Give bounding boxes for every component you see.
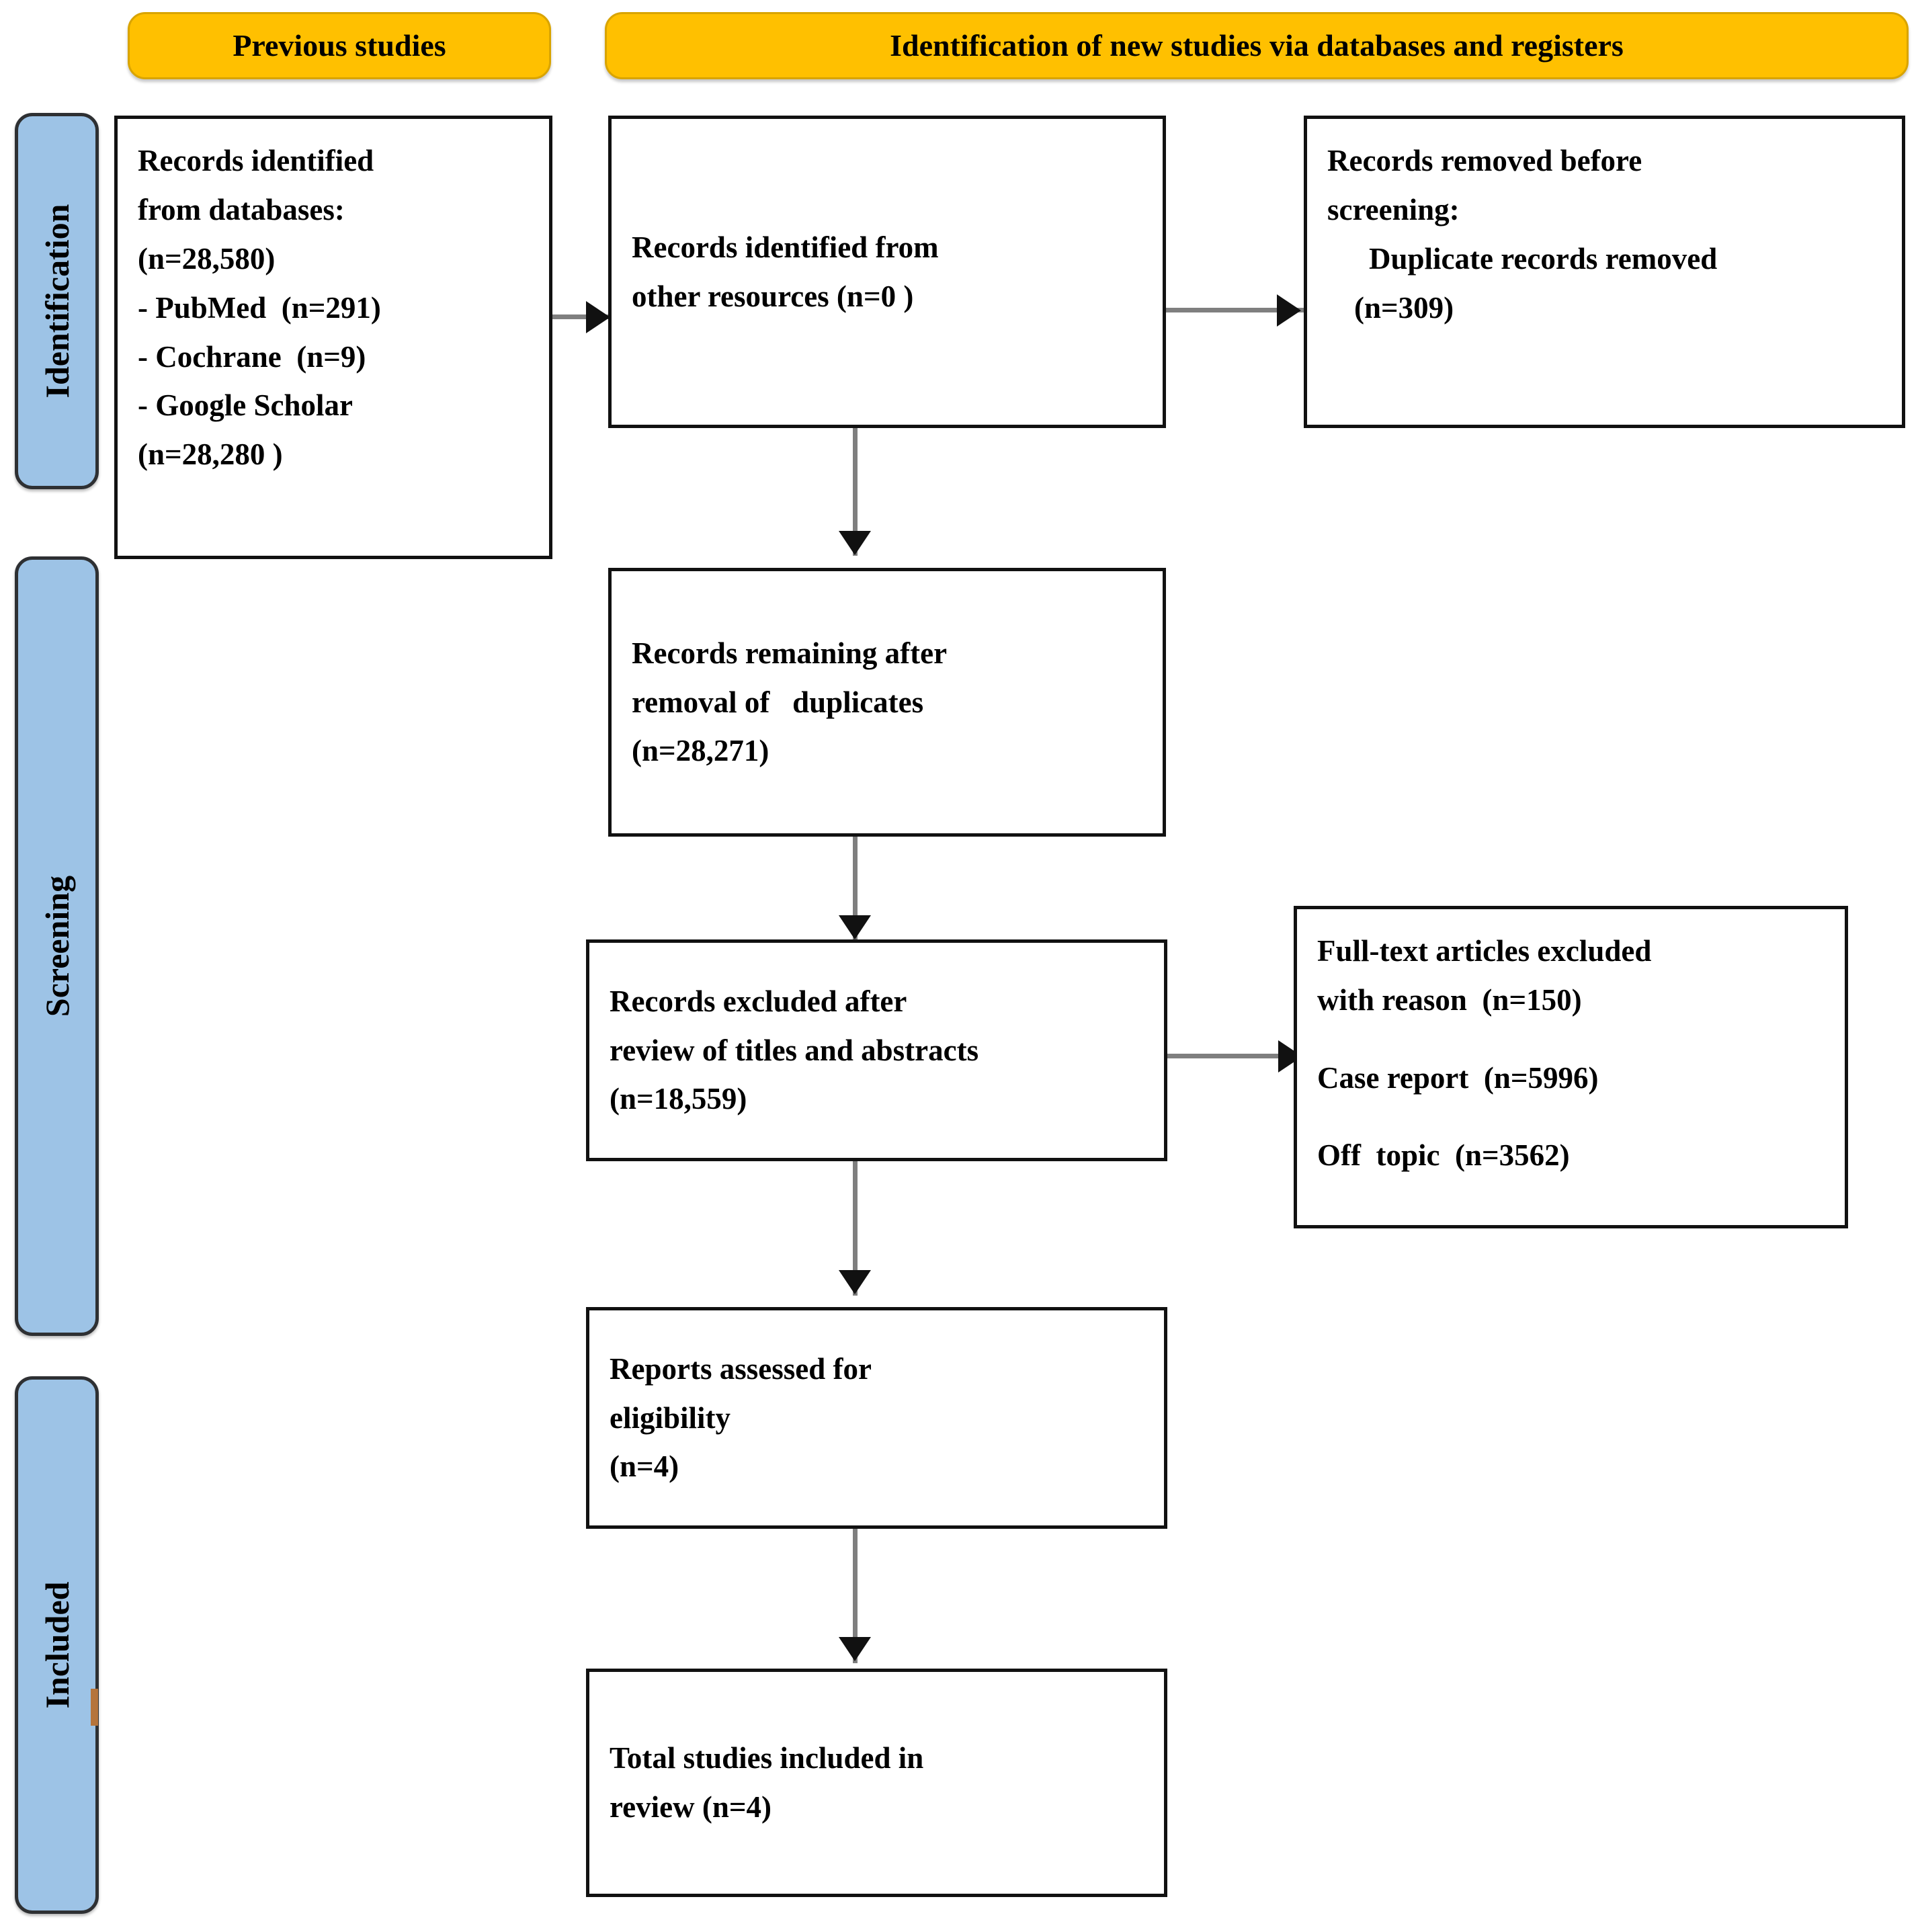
box-line: from databases:	[138, 192, 345, 226]
box-line: (n=18,559)	[610, 1082, 747, 1116]
arrowhead-other-resources-to-removed	[1277, 294, 1301, 327]
box-line: (n=4)	[610, 1450, 679, 1484]
box-line: (n=309)	[1354, 290, 1454, 325]
box-line: other resources (n=0 )	[632, 279, 914, 313]
stage-rail-screening-label: Screening	[38, 875, 76, 1017]
box-line: Case report (n=5996)	[1317, 1060, 1599, 1095]
box-line: Off topic (n=3562)	[1317, 1138, 1570, 1173]
box-line: Duplicate records removed	[1369, 241, 1718, 276]
connector-other-resources-to-remaining	[853, 428, 858, 556]
box-line: screening:	[1327, 192, 1460, 226]
box-line: - PubMed (n=291)	[138, 290, 381, 325]
box-line: (n=28,580)	[138, 241, 276, 276]
box-line: (n=28,280 )	[138, 437, 283, 472]
stage-rail-included-label: Included	[38, 1581, 76, 1709]
box-line: review (n=4)	[610, 1790, 771, 1824]
box-records-excluded-titles-abstracts: Records excluded after review of titles …	[586, 939, 1167, 1161]
box-records-identified-other-resources: Records identified from other resources …	[608, 116, 1166, 428]
arrowhead-databases-to-other-resources	[586, 301, 610, 333]
header-previous-studies-label: Previous studies	[233, 28, 446, 62]
box-records-identified-databases: Records identified from databases: (n=28…	[114, 116, 552, 559]
box-reports-assessed-for-eligibility: Reports assessed for eligibility (n=4)	[586, 1307, 1167, 1529]
box-line: Records excluded after	[610, 984, 907, 1018]
connector-excluded-to-reports-assessed	[853, 1161, 858, 1296]
box-line: - Google Scholar	[138, 388, 353, 423]
stage-rail-identification: Identification	[15, 113, 99, 489]
box-line: eligibility	[610, 1400, 731, 1435]
box-line: - Cochrane (n=9)	[138, 339, 366, 374]
box-line: Records removed before	[1327, 144, 1642, 177]
box-full-text-articles-excluded: Full-text articles excluded with reason …	[1294, 906, 1848, 1228]
box-line: (n=28,271)	[632, 734, 769, 768]
box-line: Records remaining after	[632, 636, 948, 670]
header-new-studies-label: Identification of new studies via databa…	[890, 28, 1624, 62]
arrowhead-remaining-to-excluded	[839, 915, 871, 939]
connector-remaining-to-excluded	[853, 837, 858, 941]
header-previous-studies: Previous studies	[128, 12, 551, 79]
box-records-remaining-after-duplicates: Records remaining after removal of dupli…	[608, 568, 1166, 837]
box-records-removed-before-screening: Records removed before screening: Duplic…	[1304, 116, 1905, 428]
box-line: Records identified from	[632, 230, 939, 264]
box-line: review of titles and abstracts	[610, 1033, 979, 1067]
arrowhead-other-resources-to-remaining	[839, 531, 871, 555]
box-line: Full-text articles excluded	[1317, 934, 1652, 968]
rail-accent-tick	[91, 1689, 98, 1726]
box-line: Reports assessed for	[610, 1351, 872, 1386]
box-line: Records identified	[138, 144, 374, 177]
box-total-studies-included: Total studies included in review (n=4)	[586, 1669, 1167, 1897]
arrowhead-excluded-to-reports-assessed	[839, 1270, 871, 1294]
arrowhead-reports-assessed-to-total-included	[839, 1637, 871, 1661]
box-line: Total studies included in	[610, 1741, 924, 1775]
stage-rail-screening: Screening	[15, 556, 99, 1336]
box-line: removal of duplicates	[632, 685, 924, 719]
stage-rail-identification-label: Identification	[38, 204, 76, 398]
connector-other-resources-to-removed	[1166, 308, 1310, 312]
box-line: with reason (n=150)	[1317, 982, 1582, 1017]
stage-rail-included: Included	[15, 1376, 99, 1914]
connector-reports-assessed-to-total-included	[853, 1529, 858, 1663]
header-new-studies: Identification of new studies via databa…	[605, 12, 1909, 79]
connector-excluded-to-fulltext	[1167, 1054, 1312, 1058]
